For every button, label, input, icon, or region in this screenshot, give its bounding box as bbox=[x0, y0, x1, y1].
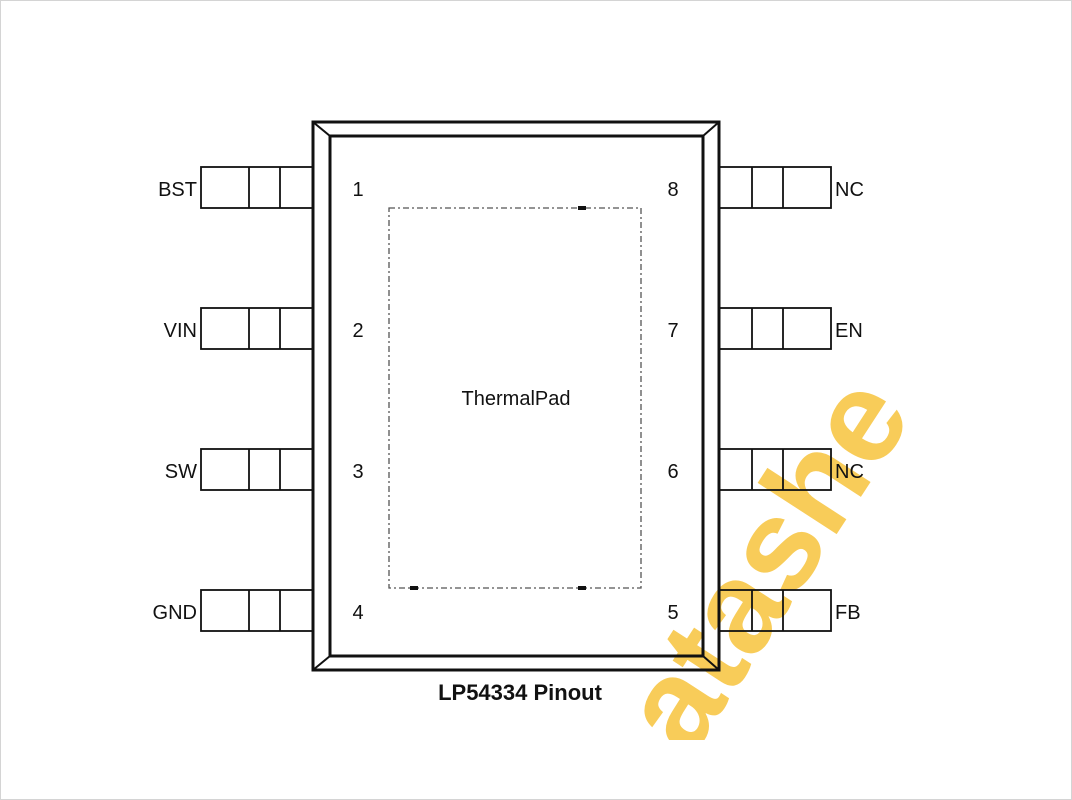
package-outer-outline bbox=[311, 120, 721, 672]
pin-5 bbox=[718, 589, 832, 632]
pin-3 bbox=[200, 448, 314, 491]
pin-number-1: 1 bbox=[352, 179, 363, 201]
pin-name-vin: VIN bbox=[164, 320, 197, 342]
pin-name-bst: BST bbox=[158, 179, 197, 201]
pin-6 bbox=[718, 448, 832, 491]
thermal-pad-outline bbox=[388, 207, 642, 589]
pin-2 bbox=[200, 307, 314, 350]
pin-number-5: 5 bbox=[667, 602, 678, 624]
pin-number-4: 4 bbox=[352, 602, 363, 624]
pin-8 bbox=[718, 166, 832, 209]
pin-1 bbox=[200, 166, 314, 209]
right-pins bbox=[718, 166, 832, 632]
pin-name-fb: FB bbox=[835, 602, 861, 624]
pin-4 bbox=[200, 589, 314, 632]
pin-number-6: 6 bbox=[667, 461, 678, 483]
pin-name-en: EN bbox=[835, 320, 863, 342]
watermark-text: atashe bbox=[591, 350, 938, 775]
package-inner-outline bbox=[328, 134, 705, 658]
left-pins bbox=[200, 166, 314, 632]
package-body bbox=[311, 120, 721, 672]
pin-number-7: 7 bbox=[667, 320, 678, 342]
pin-name-nc-top: NC bbox=[835, 179, 864, 201]
pin-number-8: 8 bbox=[667, 179, 678, 201]
pin-number-3: 3 bbox=[352, 461, 363, 483]
pin-number-2: 2 bbox=[352, 320, 363, 342]
watermark: atashe bbox=[591, 350, 938, 775]
pin-name-nc-bottom: NC bbox=[835, 461, 864, 483]
pin-7 bbox=[718, 307, 832, 350]
thermal-pad: ThermalPad bbox=[388, 206, 642, 590]
pin-name-sw: SW bbox=[165, 461, 197, 483]
pin-name-gnd: GND bbox=[153, 602, 197, 624]
thermal-pad-label: ThermalPad bbox=[462, 388, 571, 410]
diagram-caption: LP54334 Pinout bbox=[438, 680, 603, 705]
